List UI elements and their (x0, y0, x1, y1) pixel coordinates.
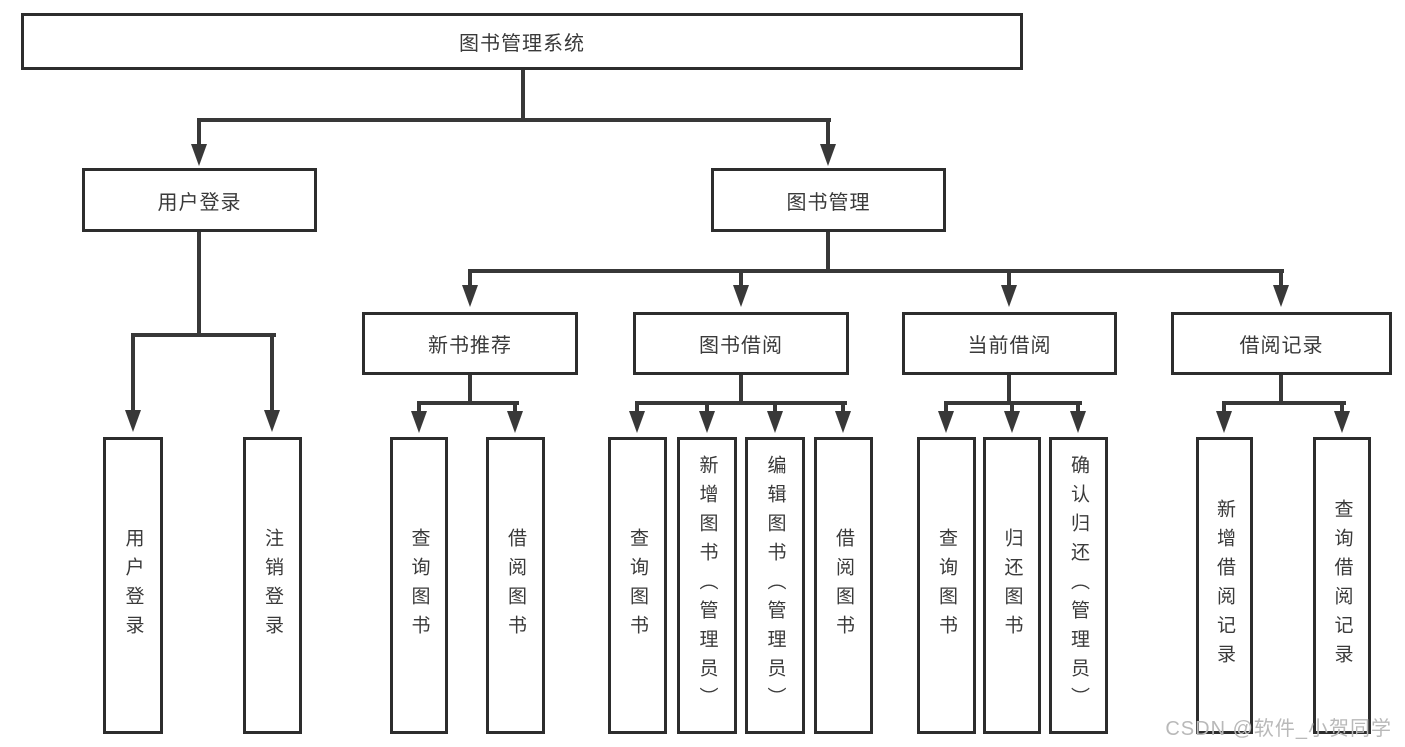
arrowhead-down-icon (1216, 411, 1232, 433)
arrowhead-down-icon (1273, 285, 1289, 307)
node-book-borrow-label: 图书借阅 (699, 335, 783, 357)
connector-line (468, 269, 472, 285)
leaf-edit-book-admin-label: 编辑图书（管理员） (764, 455, 786, 716)
connector-line (131, 333, 276, 337)
leaf-edit-book-admin: 编辑图书（管理员） (745, 437, 805, 734)
node-borrow-records: 借阅记录 (1171, 312, 1392, 375)
connector-line (739, 269, 743, 285)
connector-line (826, 232, 830, 272)
connector-line (1279, 269, 1283, 285)
leaf-logout: 注销登录 (243, 437, 302, 734)
node-user-login: 用户登录 (82, 168, 317, 232)
connector-line (513, 401, 517, 412)
connector-line (944, 401, 948, 412)
arrowhead-down-icon (1001, 285, 1017, 307)
connector-line (131, 333, 135, 411)
arrowhead-down-icon (820, 144, 836, 166)
connector-line (826, 118, 830, 148)
connector-line (841, 401, 845, 412)
leaf-add-book-admin: 新增图书（管理员） (677, 437, 737, 734)
connector-line (1007, 269, 1011, 285)
connector-line (1010, 401, 1014, 412)
connector-line (1222, 401, 1226, 412)
leaf-borrow-books-recommend-label: 借阅图书 (505, 527, 526, 644)
arrowhead-down-icon (462, 285, 478, 307)
watermark: CSDN @软件_小贺同学 (1165, 718, 1392, 740)
leaf-query-borrow-record: 查询借阅记录 (1313, 437, 1371, 734)
leaf-user-login-label: 用户登录 (122, 527, 144, 644)
node-book-borrow: 图书借阅 (633, 312, 849, 375)
leaf-return-books: 归还图书 (983, 437, 1041, 734)
connector-line (1076, 401, 1080, 412)
arrowhead-down-icon (733, 285, 749, 307)
node-current-borrow-label: 当前借阅 (967, 335, 1052, 357)
connector-line (1340, 401, 1344, 412)
node-root: 图书管理系统 (21, 13, 1023, 70)
leaf-add-book-admin-label: 新增图书（管理员） (696, 455, 718, 716)
arrowhead-down-icon (938, 411, 954, 433)
leaf-confirm-return-admin: 确认归还（管理员） (1049, 437, 1108, 734)
leaf-borrow-books-borrow-label: 借阅图书 (833, 527, 854, 644)
connector-line (739, 375, 743, 405)
node-new-book-recommend: 新书推荐 (362, 312, 578, 375)
arrowhead-down-icon (507, 411, 523, 433)
connector-line (1222, 401, 1346, 405)
leaf-add-borrow-record: 新增借阅记录 (1196, 437, 1253, 734)
leaf-query-books-recommend: 查询图书 (390, 437, 448, 734)
connector-line (521, 69, 525, 120)
connector-line (1279, 375, 1283, 405)
arrowhead-down-icon (1070, 411, 1086, 433)
connector-line (417, 401, 519, 405)
arrowhead-down-icon (835, 411, 851, 433)
connector-line (773, 401, 777, 412)
node-user-login-label: 用户登录 (157, 191, 242, 214)
connector-line (468, 269, 1284, 273)
leaf-query-books-current-label: 查询图书 (936, 527, 957, 644)
arrowhead-down-icon (1334, 411, 1350, 433)
node-root-label: 图书管理系统 (459, 33, 585, 55)
node-book-management: 图书管理 (711, 168, 946, 232)
leaf-query-books-current: 查询图书 (917, 437, 976, 734)
leaf-query-books-borrow: 查询图书 (608, 437, 667, 734)
node-book-management-label: 图书管理 (786, 191, 871, 214)
arrowhead-down-icon (191, 144, 207, 166)
connector-line (417, 401, 421, 412)
arrowhead-down-icon (629, 411, 645, 433)
connector-line (635, 401, 639, 412)
node-new-book-recommend-label: 新书推荐 (428, 335, 512, 357)
node-borrow-records-label: 借阅记录 (1239, 335, 1324, 357)
connector-line (1007, 375, 1011, 405)
arrowhead-down-icon (411, 411, 427, 433)
arrowhead-down-icon (264, 410, 280, 432)
arrowhead-down-icon (767, 411, 783, 433)
leaf-return-books-label: 归还图书 (1001, 527, 1023, 644)
connector-line (197, 118, 831, 122)
leaf-add-borrow-record-label: 新增借阅记录 (1214, 498, 1235, 673)
leaf-user-login: 用户登录 (103, 437, 163, 734)
connector-line (197, 118, 201, 148)
connector-line (197, 232, 201, 337)
connector-line (705, 401, 709, 412)
leaf-confirm-return-admin-label: 确认归还（管理员） (1068, 455, 1089, 716)
connector-line (468, 375, 472, 405)
leaf-borrow-books-recommend: 借阅图书 (486, 437, 545, 734)
connector-line (270, 333, 274, 411)
leaf-logout-label: 注销登录 (262, 527, 283, 644)
leaf-query-books-borrow-label: 查询图书 (627, 527, 648, 644)
connector-line (635, 401, 847, 405)
arrowhead-down-icon (125, 410, 141, 432)
arrowhead-down-icon (699, 411, 715, 433)
node-current-borrow: 当前借阅 (902, 312, 1117, 375)
leaf-query-books-recommend-label: 查询图书 (408, 527, 430, 644)
leaf-borrow-books-borrow: 借阅图书 (814, 437, 873, 734)
leaf-query-borrow-record-label: 查询借阅记录 (1331, 498, 1353, 673)
arrowhead-down-icon (1004, 411, 1020, 433)
